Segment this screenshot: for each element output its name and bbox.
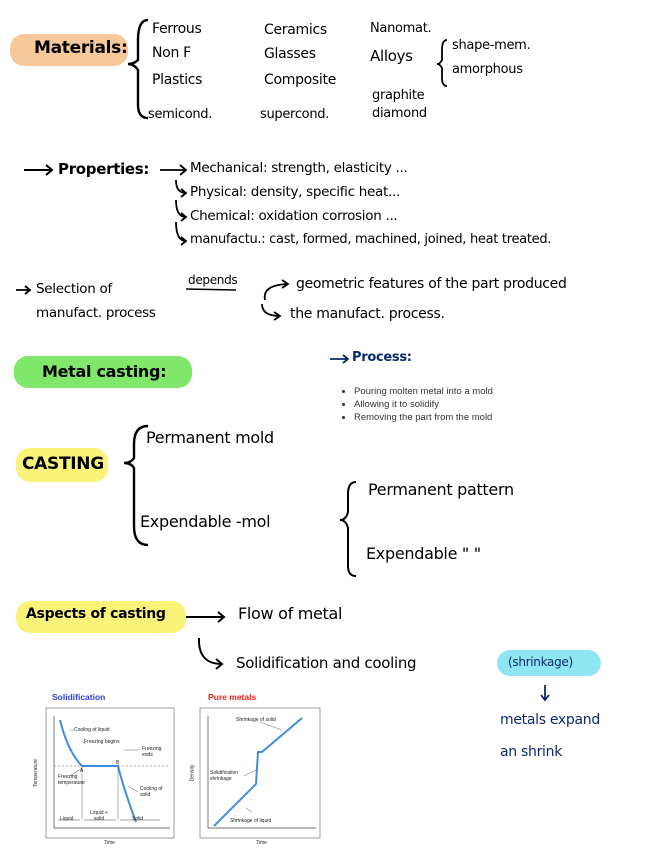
process-arrow [330, 354, 350, 364]
metal-casting-highlight [14, 356, 192, 388]
properties-branch-arrow-4 [175, 221, 188, 246]
materials-label: Materials: [34, 38, 128, 58]
material-composite: Composite [264, 72, 337, 88]
expendable-mold: Expendable -mol [140, 512, 271, 531]
pure-metals-figure-title: Pure metals [208, 692, 257, 702]
liquid-region-label: Liquid [60, 816, 74, 822]
material-superconductors: supercond. [260, 107, 330, 122]
shrinkage-of-solid-label: Shrinkage of solid [236, 717, 276, 723]
alloy-shape-memory: shape-mem. [452, 38, 531, 53]
solidification-x-axis-label: Time [104, 840, 115, 846]
material-glasses: Glasses [264, 46, 316, 62]
metal-casting-label: Metal casting: [42, 362, 167, 381]
property-mechanical: Mechanical: strength, elasticity ... [190, 160, 408, 176]
casting-highlight [16, 448, 108, 482]
material-graphite: graphite [372, 88, 425, 103]
aspects-highlight [16, 601, 186, 633]
point-b-label: B [116, 760, 120, 766]
material-ferrous: Ferrous [152, 21, 202, 37]
aspects-branch-arrow [197, 637, 224, 670]
aspect-solidification: Solidification and cooling [236, 654, 417, 672]
process-label: Process: [352, 350, 412, 365]
cooling-of-solid-label: Cooling of solid [140, 786, 163, 798]
process-steps-list: Pouring molten metal into a mold Allowin… [338, 385, 493, 424]
alloys-brace [436, 39, 448, 87]
properties-branch-arrow-3 [175, 199, 188, 222]
shrinkage-label: (shrinkage) [508, 655, 573, 669]
freezing-ends-label: Freezing ends [142, 746, 162, 758]
shrinkage-note-line-1: metals expand [500, 712, 600, 728]
pure-metals-y-axis-label: Density [189, 764, 196, 782]
material-diamond: diamond [372, 106, 427, 121]
shrinkage-of-liquid-label: Shrinkage of liquid [230, 818, 272, 824]
freezing-temperature-label: Freezing temperature [58, 774, 85, 786]
property-physical: Physical: density, specific heat... [190, 184, 400, 200]
process-step-pour: Pouring molten metal into a mold [354, 385, 493, 398]
selection-line-1: Selection of [36, 281, 112, 297]
shrinkage-note-line-2: an shrink [500, 744, 562, 760]
liquid-solid-region-label: Liquid + solid [90, 810, 108, 822]
material-semiconductors: semicond. [148, 107, 213, 122]
materials-highlight [10, 34, 128, 66]
expendable-brace [339, 481, 357, 577]
aspects-label: Aspects of casting [26, 606, 166, 622]
solidification-y-axis-label: Temperature [33, 758, 40, 788]
shrinkage-highlight [497, 650, 601, 676]
process-step-remove: Removing the part from the mold [354, 411, 493, 424]
selection-target-process: the manufact. process. [290, 306, 445, 322]
casting-label: CASTING [22, 454, 104, 474]
selection-line-2: manufact. process [36, 305, 156, 321]
pure-metals-pointer-lines [243, 721, 283, 813]
solidification-curve [59, 719, 137, 823]
freezing-begins-label: Freezing begins [84, 739, 120, 745]
aspects-arrow [186, 611, 226, 623]
properties-branch-arrow-2 [175, 179, 188, 198]
solid-region-label: Solid [132, 816, 144, 822]
aspect-flow: Flow of metal [238, 604, 343, 623]
properties-branch-arrow-1 [160, 164, 188, 176]
cooling-of-liquid-label: Cooling of liquid [74, 727, 110, 733]
selection-curve-down [261, 303, 282, 321]
solidification-axes [53, 716, 170, 829]
material-alloys: Alloys [370, 47, 413, 65]
depends-label: depends [188, 273, 238, 287]
selection-target-geometry: geometric features of the part produced [296, 276, 567, 292]
pure-metals-x-axis-label: Time [256, 840, 267, 846]
point-a-label: A [80, 768, 84, 774]
material-nanomaterials: Nanomat. [370, 21, 432, 36]
process-step-solidify: Allowing it to solidify [354, 398, 493, 411]
properties-arrow [24, 164, 54, 176]
solidification-figure-title: Solidification [52, 692, 106, 702]
materials-bracket [127, 18, 149, 120]
property-manufacturing: manufactu.: cast, formed, machined, join… [190, 232, 552, 247]
selection-curve-up [263, 279, 290, 301]
pattern-permanent: Permanent pattern [368, 480, 514, 499]
depends-underline [185, 288, 237, 291]
selection-arrow [16, 285, 32, 295]
alloy-amorphous: amorphous [452, 62, 523, 77]
permanent-mold: Permanent mold [146, 428, 274, 447]
properties-label: Properties: [58, 160, 150, 178]
property-chemical: Chemical: oxidation corrosion ... [190, 208, 398, 224]
solidification-shrinkage-label: Solidification shrinkage [210, 770, 239, 782]
pattern-expendable: Expendable " " [366, 544, 481, 563]
material-plastics: Plastics [152, 72, 203, 88]
shrinkage-down-arrow [540, 685, 550, 702]
material-ceramics: Ceramics [264, 22, 327, 38]
material-non-ferrous: Non F [152, 45, 191, 61]
